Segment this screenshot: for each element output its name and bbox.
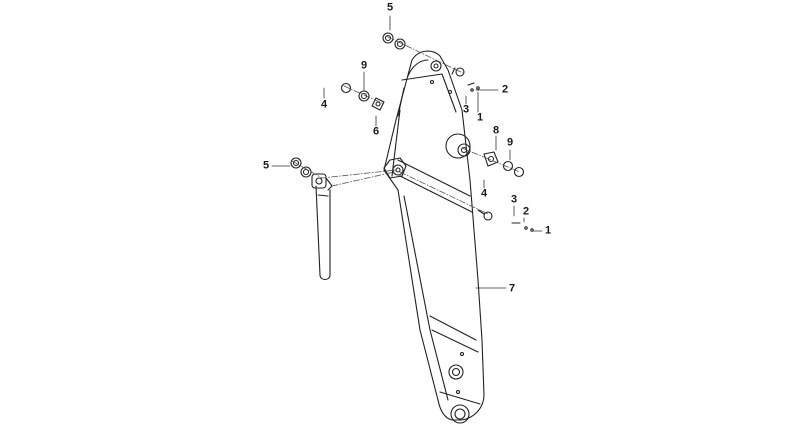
part-8-bushing <box>483 151 525 178</box>
callout-7: 7 <box>508 282 516 295</box>
callout-1-upper: 1 <box>476 111 484 124</box>
callout-5-left: 5 <box>262 159 270 172</box>
callout-3-lower: 3 <box>510 193 518 206</box>
assembly-centerlines <box>291 35 521 215</box>
arm-body <box>383 50 485 424</box>
small-pins-upper <box>467 82 480 92</box>
callout-4-left: 4 <box>320 98 328 111</box>
callout-9-right: 9 <box>506 136 514 149</box>
link-rod <box>311 173 333 281</box>
callout-6: 6 <box>372 125 380 138</box>
callout-1-lower: 1 <box>544 224 552 237</box>
callout-8: 8 <box>492 124 500 137</box>
leader-lines <box>271 15 543 289</box>
callout-9-left: 9 <box>360 59 368 72</box>
part-5-left-washers <box>290 157 312 178</box>
callout-2-lower: 2 <box>522 205 530 218</box>
callout-2-upper: 2 <box>501 83 509 96</box>
callout-3-upper: 3 <box>462 103 470 116</box>
part-9-bushing-upper <box>340 82 352 94</box>
part-6-washer <box>358 90 385 111</box>
callout-4-right: 4 <box>480 187 488 200</box>
part-5-top-washers <box>382 32 465 77</box>
callout-5-top: 5 <box>386 1 394 14</box>
